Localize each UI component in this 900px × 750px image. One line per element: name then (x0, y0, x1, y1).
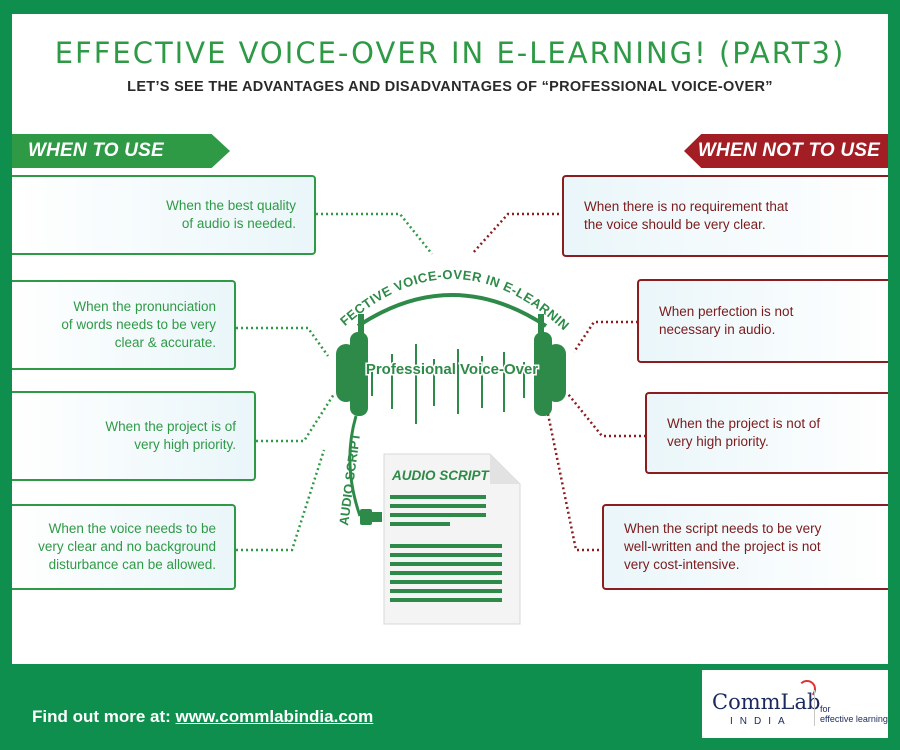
page-subtitle: LET’S SEE THE ADVANTAGES AND DISADVANTAG… (127, 79, 773, 95)
when-not-to-use-text: When the script needs to be very well-wr… (624, 521, 822, 572)
when-to-use-text: When the pronunciation of words needs to… (61, 299, 216, 350)
headphone-band (356, 293, 548, 328)
audio-plug-icon (360, 509, 382, 525)
when-to-use-item-2: When the pronunciation of words needs to… (12, 280, 236, 370)
professional-voice-over-label: Professional Voice-Over (366, 361, 538, 378)
audio-cable (348, 415, 362, 517)
footer-prefix: Find out more at: (32, 707, 176, 726)
when-not-to-use-text: When the project is not of very high pri… (667, 416, 821, 449)
logo-swoosh-icon (798, 680, 816, 698)
infographic-panel: EFFECTIVE VOICE-OVER IN E-LEARNING! (PAR… (12, 14, 888, 664)
logo-divider (814, 690, 815, 726)
when-to-use-item-1: When the best quality of audio is needed… (12, 175, 316, 255)
when-not-to-use-text: When there is no requirement that the vo… (584, 199, 789, 232)
logo-tagline: for effective learning (820, 704, 888, 724)
when-not-to-use-item-2: When perfection is not necessary in audi… (637, 279, 888, 363)
when-not-to-use-banner: WHEN NOT TO USE (684, 134, 888, 168)
when-not-to-use-text: When perfection is not necessary in audi… (659, 304, 794, 337)
document-icon: AUDIO SCRIPT (383, 453, 521, 625)
commlab-logo: CommLab INDIA for effective learning (702, 670, 888, 738)
footer: Find out more at: www.commlabindia.com (32, 707, 373, 727)
when-to-use-text: When the project is of very high priorit… (105, 419, 236, 452)
when-not-to-use-item-4: When the script needs to be very well-wr… (602, 504, 888, 590)
footer-link[interactable]: www.commlabindia.com (175, 707, 374, 726)
logo-tagline-line-2: effective learning (820, 714, 888, 724)
page-title: EFFECTIVE VOICE-OVER IN E-LEARNING! (PAR… (54, 36, 846, 70)
logo-sub: INDIA (730, 716, 792, 727)
left-connectors (236, 212, 433, 552)
document-title: AUDIO SCRIPT (391, 468, 491, 483)
sound-wave-icon (371, 344, 525, 424)
when-not-to-use-item-3: When the project is not of very high pri… (645, 392, 888, 474)
headphones-icon (336, 314, 566, 416)
right-connectors (471, 212, 646, 552)
when-to-use-text: When the voice needs to be very clear an… (38, 521, 216, 572)
when-not-to-use-item-1: When there is no requirement that the vo… (562, 175, 888, 257)
logo-tagline-line-1: for (820, 704, 831, 714)
when-to-use-text: When the best quality of audio is needed… (166, 198, 296, 231)
when-to-use-item-3: When the project is of very high priorit… (12, 391, 256, 481)
when-to-use-banner: WHEN TO USE (12, 134, 230, 168)
when-to-use-item-4: When the voice needs to be very clear an… (12, 504, 236, 590)
